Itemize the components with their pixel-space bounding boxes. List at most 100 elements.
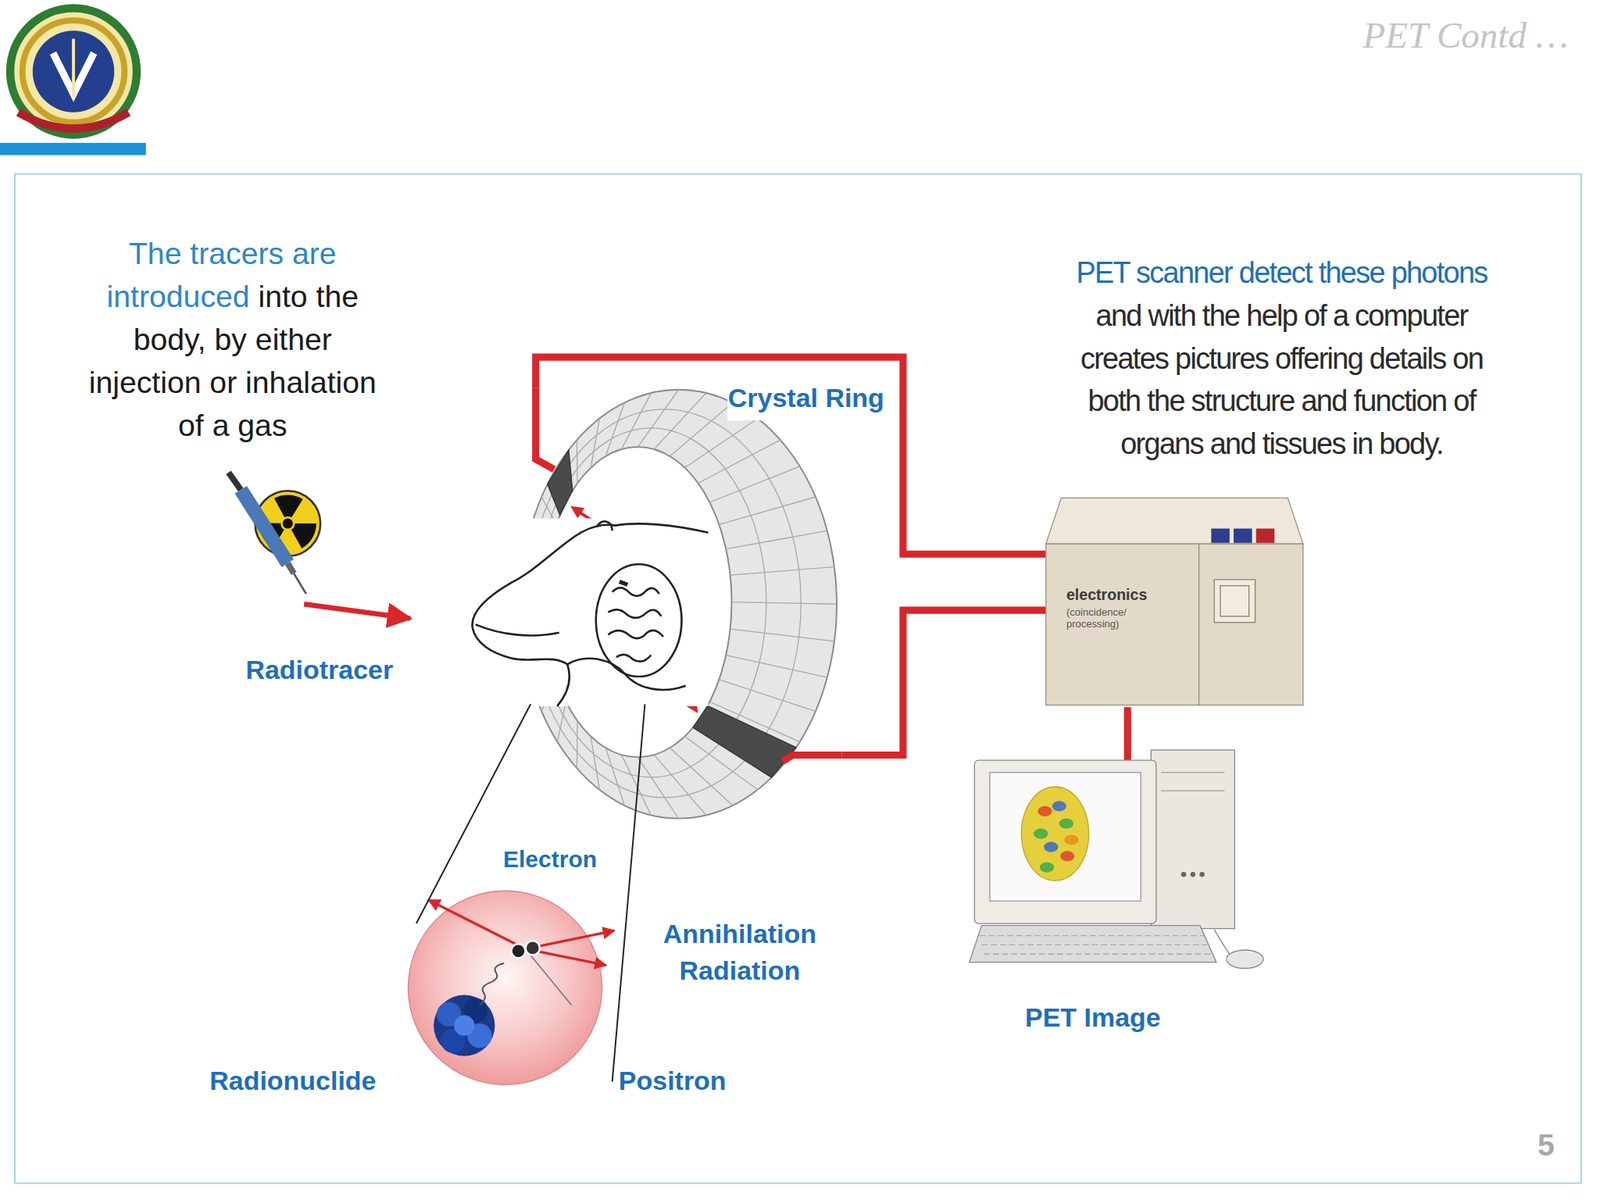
patient-head xyxy=(475,624,560,636)
ring-grid xyxy=(669,402,733,457)
part-label: Radionuclide xyxy=(190,1062,395,1100)
syringe xyxy=(293,573,307,594)
panel-slot xyxy=(1220,585,1250,617)
drive-slot xyxy=(1160,771,1225,773)
page-number: 5 xyxy=(1520,1126,1572,1164)
ring-grid xyxy=(730,628,835,642)
keyboard xyxy=(969,925,1217,963)
annihilation-zoom xyxy=(407,890,602,1085)
ring-grid xyxy=(576,439,579,483)
arrow-head xyxy=(570,506,585,519)
panel-button xyxy=(1233,528,1253,543)
drive-slot xyxy=(1160,790,1225,792)
patient-head xyxy=(472,523,709,706)
tower-light xyxy=(1181,871,1187,878)
pet-brain-spot xyxy=(1059,818,1074,829)
tower-light xyxy=(1199,871,1205,878)
injection-arrow xyxy=(303,603,411,618)
computer-tower xyxy=(1150,750,1235,929)
ring-grid xyxy=(718,496,816,525)
keyboard-keys xyxy=(983,953,1211,955)
pet-brain-spot xyxy=(1064,834,1079,845)
patient-head xyxy=(607,587,664,661)
tower-light xyxy=(1190,871,1197,878)
annihilation-zoom xyxy=(453,1015,475,1036)
ring-grid xyxy=(637,389,679,447)
scanner-text: PET scanner detect these photons and wit… xyxy=(1050,250,1512,465)
image-label: PET Image xyxy=(990,999,1195,1036)
part-label: Annihilation Radiation xyxy=(647,915,832,990)
annihilation-zoom xyxy=(433,994,495,1056)
computer-node: PET Image xyxy=(969,750,1286,970)
cabinet-front xyxy=(1046,543,1304,705)
ring-grid xyxy=(698,439,781,483)
college-logo xyxy=(10,7,137,135)
logo-bar xyxy=(0,142,147,156)
signal-wire xyxy=(842,610,1047,755)
ring-grid xyxy=(669,747,733,806)
ring-grid xyxy=(730,567,835,576)
radiation-symbol xyxy=(282,518,293,529)
ring-grid xyxy=(731,602,837,605)
ring-grid xyxy=(605,747,625,806)
annihilation-zoom xyxy=(525,949,572,1006)
slide-header: PET Contd … xyxy=(1122,14,1569,58)
ring-grid xyxy=(709,466,800,503)
electronics-box: electronics(coincidence/ processing) xyxy=(1046,497,1304,708)
device-label: electronics xyxy=(1066,585,1200,605)
patient-head xyxy=(619,581,628,585)
ring-grid xyxy=(576,721,579,769)
ring-grid xyxy=(621,392,651,450)
panel-slot xyxy=(1214,579,1255,623)
pet-brain-spot xyxy=(1037,806,1052,817)
cabinet-divider xyxy=(1198,543,1200,705)
college-logo xyxy=(10,7,137,135)
cabinet-top xyxy=(1046,497,1304,544)
ring-grid xyxy=(653,754,707,815)
patient-head xyxy=(596,521,613,532)
slide-frame xyxy=(14,174,1582,1184)
part-label: Radiotracer xyxy=(217,650,422,688)
patient-head xyxy=(596,564,683,677)
detector-block xyxy=(692,705,797,778)
ring-grid xyxy=(684,418,758,468)
detector-block xyxy=(547,450,573,516)
syringe xyxy=(228,472,307,594)
mouse-cable xyxy=(1214,929,1230,954)
pet-brain-spot xyxy=(1039,862,1054,873)
annihilation-zoom xyxy=(479,963,504,1006)
device-sublabel: (coincidence/ processing) xyxy=(1066,606,1164,631)
computer-node-art xyxy=(969,750,1286,970)
ring-grid xyxy=(725,655,828,679)
college-logo xyxy=(18,112,129,129)
scanner-body: and with the help of a computer creates … xyxy=(1080,299,1483,461)
keyboard-keys xyxy=(979,935,1204,936)
annihilation-zoom xyxy=(525,940,540,955)
monitor-screen xyxy=(989,772,1141,902)
zoom-leader-line xyxy=(612,703,646,1082)
ring-grid xyxy=(725,530,828,549)
signal-wire xyxy=(782,755,843,762)
ring-grid xyxy=(590,736,600,790)
part-label: Positron xyxy=(600,1062,744,1100)
pet-brain-spot xyxy=(1033,828,1048,840)
zoom-leader-line xyxy=(416,703,531,924)
ring-grid xyxy=(637,757,679,818)
syringe xyxy=(287,563,294,574)
pet-brain-image xyxy=(1021,786,1089,881)
annihilation-zoom xyxy=(510,943,525,958)
ring-grid xyxy=(557,701,566,742)
annihilation-zoom xyxy=(407,890,615,1085)
intro-text: The tracers are introduced into the body… xyxy=(81,232,384,447)
annihilation-zoom xyxy=(428,900,526,950)
patient-head xyxy=(472,521,709,707)
ring-label: Crystal Ring xyxy=(727,375,885,421)
pet-brain-spot xyxy=(1052,800,1067,811)
part-label: Electron xyxy=(484,840,615,878)
college-logo xyxy=(32,30,115,112)
signal-wire xyxy=(1124,707,1132,761)
panel-button xyxy=(1210,528,1230,543)
